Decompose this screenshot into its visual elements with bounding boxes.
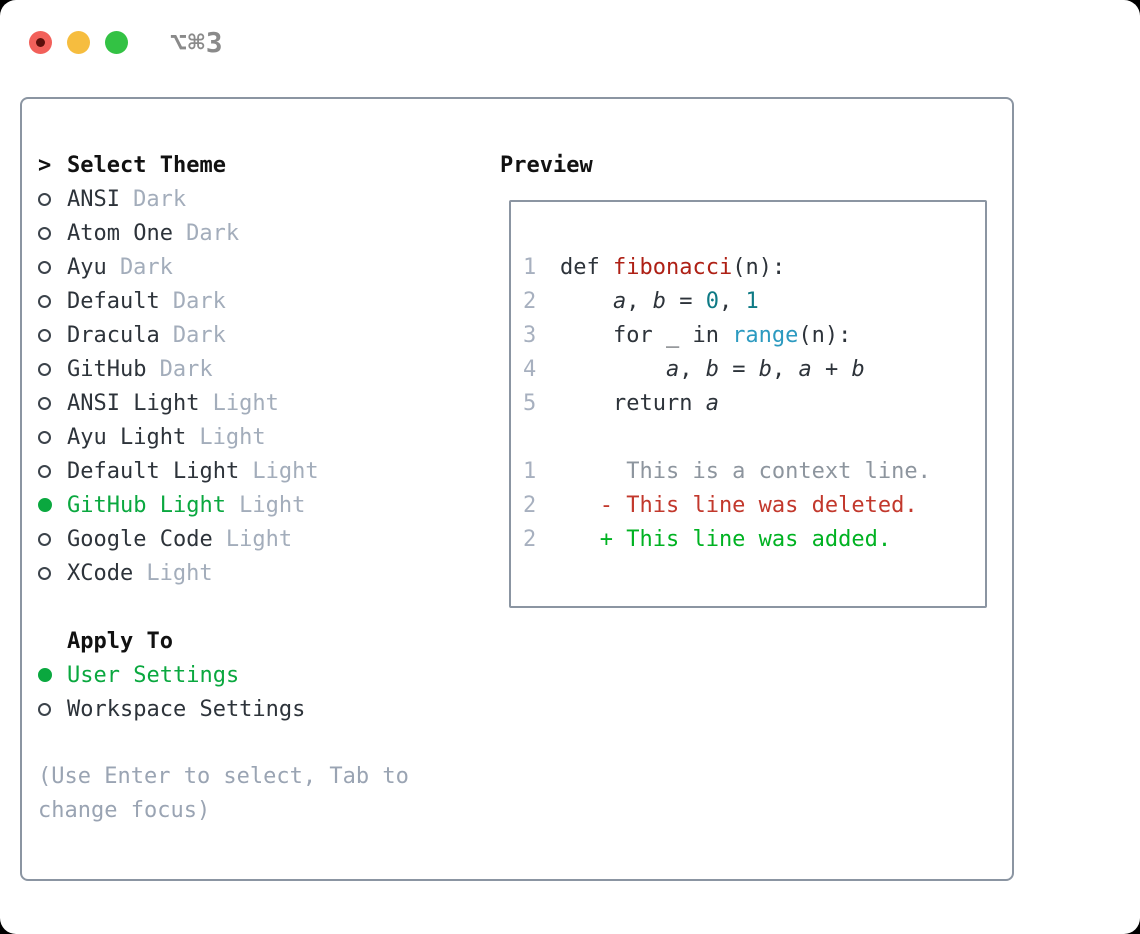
option-label: Dracula bbox=[67, 322, 160, 348]
zoom-light-icon[interactable] bbox=[105, 31, 128, 54]
theme-option[interactable]: ANSI Light Light bbox=[38, 386, 478, 420]
line-number: 2 bbox=[523, 288, 537, 314]
theme-option[interactable]: Atom One Dark bbox=[38, 216, 478, 250]
code-text: for _ in range(n): bbox=[560, 322, 852, 348]
spacer bbox=[38, 726, 478, 760]
theme-option[interactable]: XCode Light bbox=[38, 556, 478, 590]
option-label: GitHub bbox=[67, 356, 147, 382]
theme-option[interactable]: ANSI Dark bbox=[38, 182, 478, 216]
theme-option[interactable]: Ayu Light Light bbox=[38, 420, 478, 454]
option-label: Workspace Settings bbox=[67, 696, 306, 722]
preview-title: Preview bbox=[500, 152, 593, 178]
option-label: Default bbox=[67, 288, 160, 314]
theme-option[interactable]: Default Light Light bbox=[38, 454, 478, 488]
option-label: Google Code bbox=[67, 526, 213, 552]
radio-icon[interactable] bbox=[38, 260, 67, 274]
radio-selected-icon[interactable] bbox=[38, 498, 67, 512]
code-text: a, b = b, a + b bbox=[665, 356, 865, 382]
variant-badge: Dark bbox=[172, 288, 226, 314]
theme-option[interactable]: Dracula Dark bbox=[38, 318, 478, 352]
keyboard-hint: (Use Enter to select, Tab to change focu… bbox=[38, 764, 409, 823]
variant-badge: Dark bbox=[133, 186, 187, 212]
variant-badge: Light bbox=[212, 390, 279, 416]
option-label: Default Light bbox=[67, 458, 240, 484]
window-shortcut-label: ⌥⌘3 bbox=[170, 26, 224, 59]
option-label: ANSI bbox=[67, 186, 120, 212]
variant-badge: Light bbox=[199, 424, 266, 450]
code-text: def fibonacci(n): bbox=[560, 254, 786, 280]
code-line: 2 a, b = 0, 1 bbox=[523, 284, 985, 318]
option-label: GitHub Light bbox=[67, 492, 226, 518]
close-light-icon[interactable] bbox=[29, 31, 52, 54]
variant-badge: Dark bbox=[172, 322, 226, 348]
variant-badge: Dark bbox=[186, 220, 240, 246]
variant-badge: Dark bbox=[119, 254, 173, 280]
option-label: Ayu Light bbox=[67, 424, 187, 450]
code-text: - This line was deleted. bbox=[560, 492, 918, 518]
code-line: 3 for _ in range(n): bbox=[523, 318, 985, 352]
radio-icon[interactable] bbox=[38, 464, 67, 478]
theme-option[interactable]: Ayu Dark bbox=[38, 250, 478, 284]
code-text: return a bbox=[560, 390, 719, 416]
line-number: 2 bbox=[523, 526, 537, 552]
option-label: User Settings bbox=[67, 662, 240, 688]
radio-icon[interactable] bbox=[38, 702, 67, 716]
option-label: ANSI Light bbox=[67, 390, 200, 416]
variant-badge: Light bbox=[252, 458, 319, 484]
code-line: 1 This is a context line. bbox=[523, 454, 985, 488]
apply-to-option[interactable]: User Settings bbox=[38, 658, 478, 692]
code-line: 2 + This line was added. bbox=[523, 522, 985, 556]
variant-badge: Light bbox=[225, 526, 293, 552]
apply-to-header: Apply To bbox=[38, 624, 478, 658]
cursor-marker: > bbox=[38, 152, 52, 178]
select-theme-header: > Select Theme bbox=[38, 148, 478, 182]
radio-icon[interactable] bbox=[38, 566, 67, 580]
minimize-light-icon[interactable] bbox=[67, 31, 90, 54]
radio-icon[interactable] bbox=[38, 192, 67, 206]
code-line: 1 def fibonacci(n): bbox=[523, 250, 985, 284]
radio-icon[interactable] bbox=[38, 328, 67, 342]
radio-selected-icon[interactable] bbox=[38, 668, 67, 682]
line-number: 1 bbox=[523, 254, 537, 280]
select-theme-title: Select Theme bbox=[67, 152, 226, 178]
code-line: 5 return a bbox=[523, 386, 985, 420]
variant-badge: Dark bbox=[159, 356, 213, 382]
code-line: 4 a, b = b, a + b bbox=[523, 352, 985, 386]
variant-badge: Light bbox=[239, 492, 306, 518]
code-text: This is a context line. bbox=[560, 458, 931, 484]
theme-option[interactable]: Default Dark bbox=[38, 284, 478, 318]
option-label: Atom One bbox=[67, 220, 173, 246]
code-line: 2 - This line was deleted. bbox=[523, 488, 985, 522]
line-number: 3 bbox=[523, 322, 537, 348]
radio-icon[interactable] bbox=[38, 532, 67, 546]
line-number: 5 bbox=[523, 390, 537, 416]
code-text: a, b = 0, 1 bbox=[612, 288, 759, 314]
radio-icon[interactable] bbox=[38, 294, 67, 308]
apply-to-title: Apply To bbox=[67, 628, 173, 654]
line-number: 2 bbox=[523, 492, 537, 518]
radio-icon[interactable] bbox=[38, 396, 67, 410]
spacer bbox=[38, 590, 478, 624]
apply-to-option[interactable]: Workspace Settings bbox=[38, 692, 478, 726]
line-number: 1 bbox=[523, 458, 537, 484]
option-label: XCode bbox=[67, 560, 134, 586]
radio-icon[interactable] bbox=[38, 226, 67, 240]
theme-option[interactable]: GitHub Light Light bbox=[38, 488, 478, 522]
theme-option[interactable]: GitHub Dark bbox=[38, 352, 478, 386]
code-line bbox=[523, 420, 985, 454]
radio-icon[interactable] bbox=[38, 362, 67, 376]
radio-icon[interactable] bbox=[38, 430, 67, 444]
variant-badge: Light bbox=[146, 560, 213, 586]
theme-option[interactable]: Google Code Light bbox=[38, 522, 478, 556]
line-number: 4 bbox=[523, 356, 537, 382]
code-text: + This line was added. bbox=[560, 526, 892, 552]
titlebar: ⌥⌘3 bbox=[29, 26, 224, 59]
option-label: Ayu bbox=[67, 254, 107, 280]
